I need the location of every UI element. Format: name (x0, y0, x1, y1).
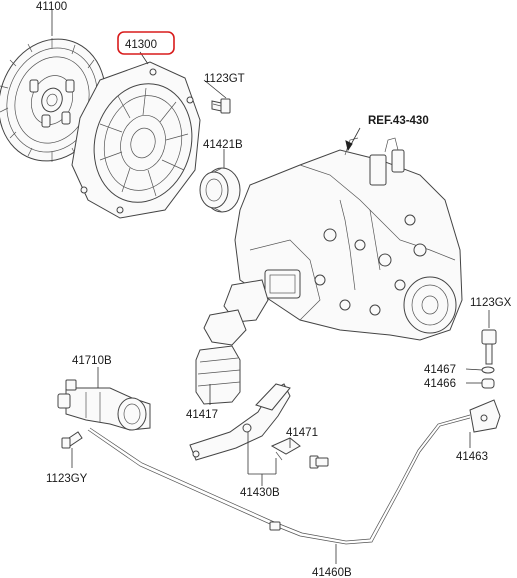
label-41467: 41467 (424, 364, 456, 376)
label-41471: 41471 (286, 427, 318, 439)
label-41460b: 41460B (312, 567, 352, 578)
ref-pointer (345, 127, 361, 152)
bracket-41463 (469, 399, 501, 433)
label-41466: 41466 (424, 378, 456, 390)
boot (195, 345, 241, 405)
label-41300: 41300 (125, 39, 157, 51)
label-41430b: 41430B (240, 487, 280, 499)
release-fork (189, 383, 291, 461)
bolt-1123gx (481, 329, 497, 365)
pivot-bolt (309, 455, 329, 469)
leader-lines (51, 10, 490, 564)
grommet-41466 (481, 378, 495, 389)
highlight-box (117, 31, 175, 55)
transaxle-housing (203, 137, 463, 346)
label-1123gt: 1123GT (204, 73, 245, 85)
label-1123gy: 1123GY (46, 473, 88, 485)
label-1123gx: 1123GX (470, 297, 512, 309)
release-cylinder (57, 379, 151, 431)
pressure-plate (71, 61, 201, 219)
washer-41467 (481, 366, 495, 374)
label-41710b: 41710B (72, 355, 112, 367)
label-41417: 41417 (186, 409, 218, 421)
release-bearing (199, 167, 241, 213)
label-41100: 41100 (36, 1, 67, 13)
label-ref-43-430: REF.43-430 (368, 115, 429, 127)
clutch-tube (87, 414, 471, 545)
bolt-1123gt (211, 98, 231, 114)
clip-41471 (270, 437, 301, 461)
label-41421b: 41421B (203, 139, 243, 151)
bolt-1123gy (61, 431, 83, 449)
label-41463: 41463 (456, 451, 488, 463)
